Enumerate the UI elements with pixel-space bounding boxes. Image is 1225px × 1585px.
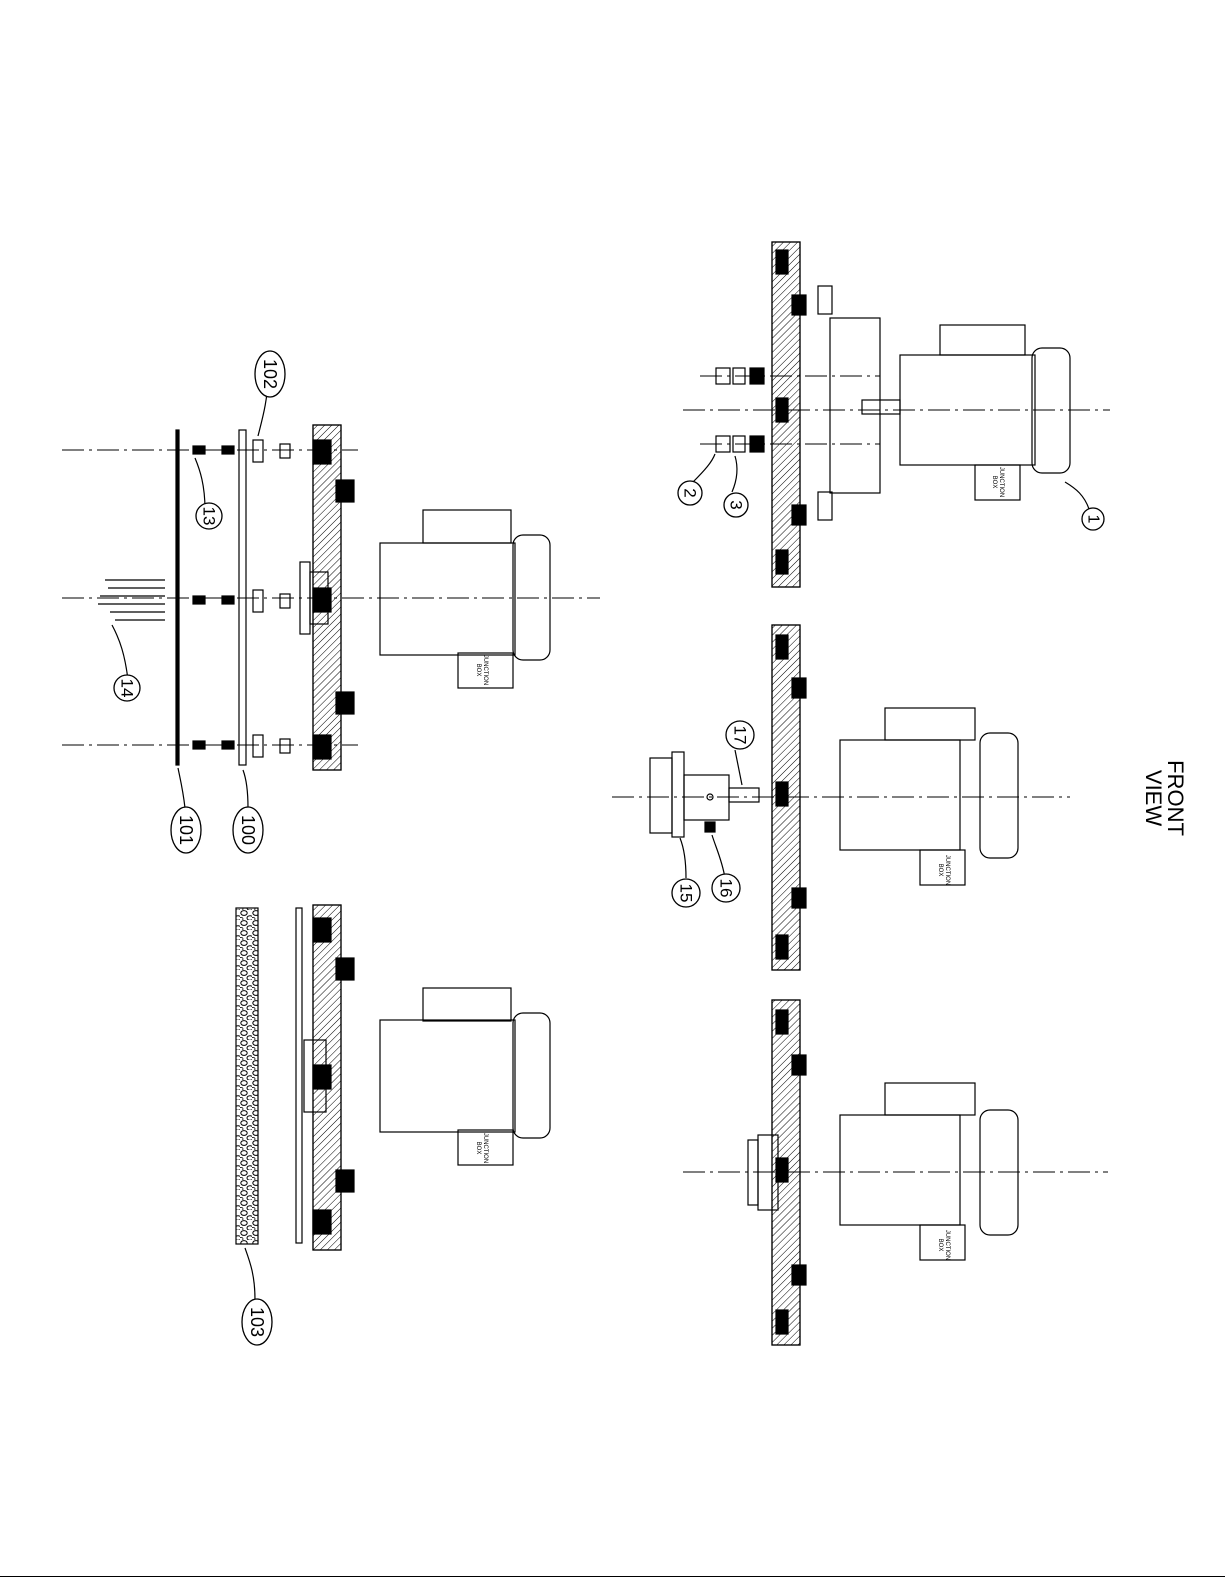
junction-box-label: JUNCTION xyxy=(944,1230,950,1260)
callout-102-text: 102 xyxy=(260,359,280,389)
junction-box-line1: JUNCTION xyxy=(482,1133,488,1163)
callout-100: 100 xyxy=(233,807,263,853)
callout-103: 103 xyxy=(242,1299,272,1345)
junction-box-line2: BOX xyxy=(937,1239,943,1252)
callout-14-text: 14 xyxy=(118,679,137,698)
junction-box-label: BOX xyxy=(475,664,481,677)
junction-box-line1: JUNCTION xyxy=(944,1230,950,1260)
junction-box-line1: JUNCTION xyxy=(944,855,950,885)
callout-2: 2 xyxy=(678,481,702,505)
callout-1: 1 xyxy=(1082,508,1104,530)
junction-box-label: JUNCTION xyxy=(944,855,950,885)
junction-box-label: BOX xyxy=(937,1239,943,1252)
callout-3: 3 xyxy=(724,493,748,517)
callout-17: 17 xyxy=(726,721,754,749)
page-bottom-rule xyxy=(0,1576,1225,1577)
callout-15-text: 15 xyxy=(677,884,696,903)
junction-box-line2: BOX xyxy=(991,476,997,489)
callout-101: 101 xyxy=(171,807,201,853)
callout-103-text: 103 xyxy=(247,1307,267,1337)
junction-box-label: BOX xyxy=(475,1142,481,1155)
junction-box-label: JUNCTION xyxy=(482,1133,488,1163)
junction-box-line1: JUNCTION xyxy=(482,655,488,685)
callout-13: 13 xyxy=(196,503,222,529)
assembly-with-media-panel xyxy=(236,905,550,1250)
callout-2-text: 2 xyxy=(681,488,700,497)
assembly-motor-base xyxy=(716,242,1070,587)
junction-box-line2: BOX xyxy=(475,664,481,677)
view-label-line2: VIEW xyxy=(1141,770,1166,826)
junction-box-label: BOX xyxy=(991,476,997,489)
callout-17-text: 17 xyxy=(731,726,750,745)
junction-box-label: BOX xyxy=(937,864,943,877)
callout-101-text: 101 xyxy=(176,815,196,845)
callout-100-text: 100 xyxy=(238,815,258,845)
junction-box-line2: BOX xyxy=(475,1142,481,1155)
callout-102: 102 xyxy=(255,351,285,397)
callout-15: 15 xyxy=(672,879,700,907)
junction-box-label: JUNCTION xyxy=(482,655,488,685)
callout-1-text: 1 xyxy=(1085,515,1102,524)
callout-14: 14 xyxy=(114,675,140,701)
callout-13-text: 13 xyxy=(200,507,219,526)
junction-box-line1: JUNCTION xyxy=(998,467,1004,497)
callout-16: 16 xyxy=(712,874,740,902)
centerlines-top-right xyxy=(683,376,1110,444)
callout-3-text: 3 xyxy=(727,500,746,509)
junction-box-label: JUNCTION xyxy=(998,467,1004,497)
junction-box-line2: BOX xyxy=(937,864,943,877)
callout-16-text: 16 xyxy=(717,879,736,898)
